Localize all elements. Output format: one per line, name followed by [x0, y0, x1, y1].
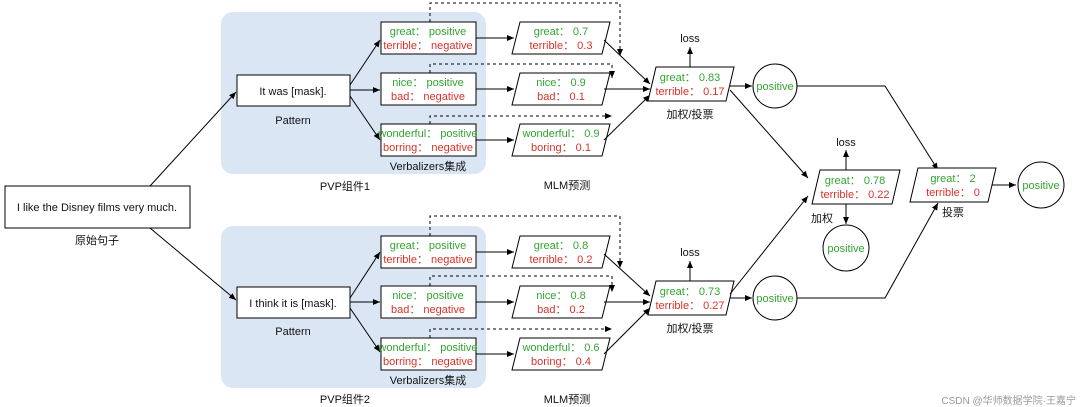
sentence-box — [4, 185, 191, 229]
arrow-sentence-to-pattern-1 — [149, 91, 237, 187]
weighted-pos: great： 0.78 — [825, 175, 886, 187]
weighted-caption: 加权 — [811, 212, 833, 225]
vote-box — [909, 167, 997, 203]
verbalizer-1-3-pos: wonderful： positive — [377, 128, 477, 140]
pattern-2-caption: Pattern — [275, 326, 310, 338]
verbalizer-1-3-neg: borring： negative — [383, 142, 473, 154]
prediction-2-2 — [511, 285, 611, 319]
sentence-text: I like the Disney films very much. — [17, 202, 177, 214]
prediction-2-2-neg: bad： 0.2 — [537, 304, 585, 316]
verbalizer-2-1 — [380, 235, 477, 269]
weighted-result-circle — [822, 224, 870, 272]
result-1: positive — [756, 81, 793, 93]
loss-1: loss — [680, 33, 700, 45]
arrow-pred-2-1-to-agg — [603, 253, 651, 297]
verbalizer-1-2-pos: nice： positive — [392, 77, 464, 89]
aggregation-2-caption: 加权/投票 — [666, 321, 713, 335]
dashed-link-2-2 — [429, 275, 615, 292]
pvp-1-caption: PVP组件1 — [320, 179, 370, 193]
pattern-2-text: I think it is [mask]. — [249, 298, 336, 310]
prediction-1-1-pos: great： 0.7 — [534, 26, 588, 38]
verbalizer-2-3-pos: wonderful： positive — [377, 342, 477, 354]
prediction-2-2-pos: nice： 0.8 — [536, 290, 586, 302]
prediction-2-3-neg: boring： 0.4 — [531, 356, 591, 368]
prediction-2-1-pos: great： 0.8 — [534, 240, 588, 252]
prediction-1-3 — [511, 123, 611, 157]
verbalizer-2-1-pos: great： positive — [390, 240, 466, 252]
vote-result: positive — [1022, 180, 1059, 192]
mlm-2-caption: MLM预测 — [544, 393, 590, 406]
pattern-1-box — [236, 74, 351, 107]
aggregation-1 — [647, 66, 735, 102]
arrow-agg-1-to-weighted — [729, 89, 809, 179]
mlm-1-caption: MLM预测 — [544, 179, 590, 192]
prediction-2-3-pos: wonderful： 0.6 — [521, 342, 599, 354]
arrow-pred-1-1-to-agg — [603, 39, 651, 85]
prediction-1-3-neg: boring： 0.1 — [531, 142, 591, 154]
loss-2: loss — [680, 247, 700, 259]
vote-result-circle — [1017, 161, 1065, 209]
arrow-sentence-to-pattern-2 — [149, 227, 237, 301]
dashed-link-2-3 — [429, 326, 612, 338]
weighted-loss: loss — [836, 137, 856, 149]
pvp-2-caption: PVP组件2 — [320, 392, 370, 406]
arrow-pattern-2-to-verb-1 — [349, 251, 381, 299]
dashed-link-1-1 — [429, 2, 623, 56]
weighted-result: positive — [827, 243, 864, 255]
arrow-pattern-1-to-verb-3 — [349, 95, 381, 141]
pattern-2-box — [236, 286, 351, 319]
verbalizer-2-3-neg: borring： negative — [383, 356, 473, 368]
verbalizer-1-caption: Verbalizers集成 — [390, 159, 466, 173]
prediction-2-1-neg: terrible： 0.2 — [530, 254, 593, 266]
prediction-1-2-pos: nice： 0.9 — [536, 77, 586, 89]
prediction-2-3 — [511, 337, 611, 371]
arrow-result-1-to-vote — [797, 85, 939, 171]
arrow-pred-1-3-to-agg — [603, 94, 651, 141]
arrow-result-2-to-vote — [797, 202, 939, 299]
aggregation-2-pos: great： 0.73 — [660, 286, 721, 298]
vote-pos: great： 2 — [930, 173, 975, 185]
verbalizer-1-3 — [380, 123, 477, 157]
dashed-link-1-3 — [429, 113, 612, 124]
prediction-1-1-neg: terrible： 0.3 — [530, 40, 593, 52]
verbalizer-2-3 — [380, 337, 477, 371]
verbalizer-2-2 — [380, 285, 477, 319]
verbalizer-2-1-neg: terrible： negative — [383, 254, 472, 266]
arrow-pattern-1-to-verb-1 — [349, 39, 381, 86]
verbalizer-2-caption: Verbalizers集成 — [390, 373, 466, 387]
aggregation-2-neg: terrible： 0.27 — [655, 300, 724, 312]
arrow-pattern-2-to-verb-3 — [349, 307, 381, 353]
verbalizer-1-1 — [380, 21, 477, 55]
verbalizer-2-2-neg: bad： negative — [391, 304, 465, 316]
prediction-1-2 — [511, 72, 611, 106]
verbalizer-1-1-neg: terrible： negative — [383, 40, 472, 52]
aggregation-1-caption: 加权/投票 — [666, 107, 713, 121]
aggregation-1-pos: great： 0.83 — [660, 72, 721, 84]
verbalizer-1-2-neg: bad： negative — [391, 91, 465, 103]
aggregation-1-neg: terrible： 0.17 — [655, 86, 724, 98]
sentence-caption: 原始句子 — [75, 233, 119, 247]
aggregation-2 — [647, 280, 735, 316]
prediction-1-1 — [511, 21, 611, 55]
verbalizer-2-2-pos: nice： positive — [392, 290, 464, 302]
weighted-box — [811, 169, 901, 205]
watermark: CSDN @华师数据学院·王嘉宁 — [941, 394, 1076, 407]
vote-neg: terrible： 0 — [926, 187, 980, 199]
weighted-neg: terrible： 0.22 — [820, 189, 889, 201]
pattern-1-caption: Pattern — [275, 115, 310, 127]
prediction-1-3-pos: wonderful： 0.9 — [521, 128, 599, 140]
dashed-link-2-1 — [429, 215, 623, 268]
pattern-1-text: It was [mask]. — [259, 86, 326, 98]
result-2: positive — [756, 293, 793, 305]
dashed-link-1-2 — [429, 63, 615, 78]
arrow-pred-2-3-to-agg — [603, 307, 651, 355]
prediction-2-1 — [511, 235, 611, 269]
prediction-1-2-neg: bad： 0.1 — [537, 91, 585, 103]
verbalizer-1-1-pos: great： positive — [390, 26, 466, 38]
arrow-agg-2-to-weighted — [729, 195, 809, 295]
vote-caption: 投票 — [942, 205, 964, 219]
